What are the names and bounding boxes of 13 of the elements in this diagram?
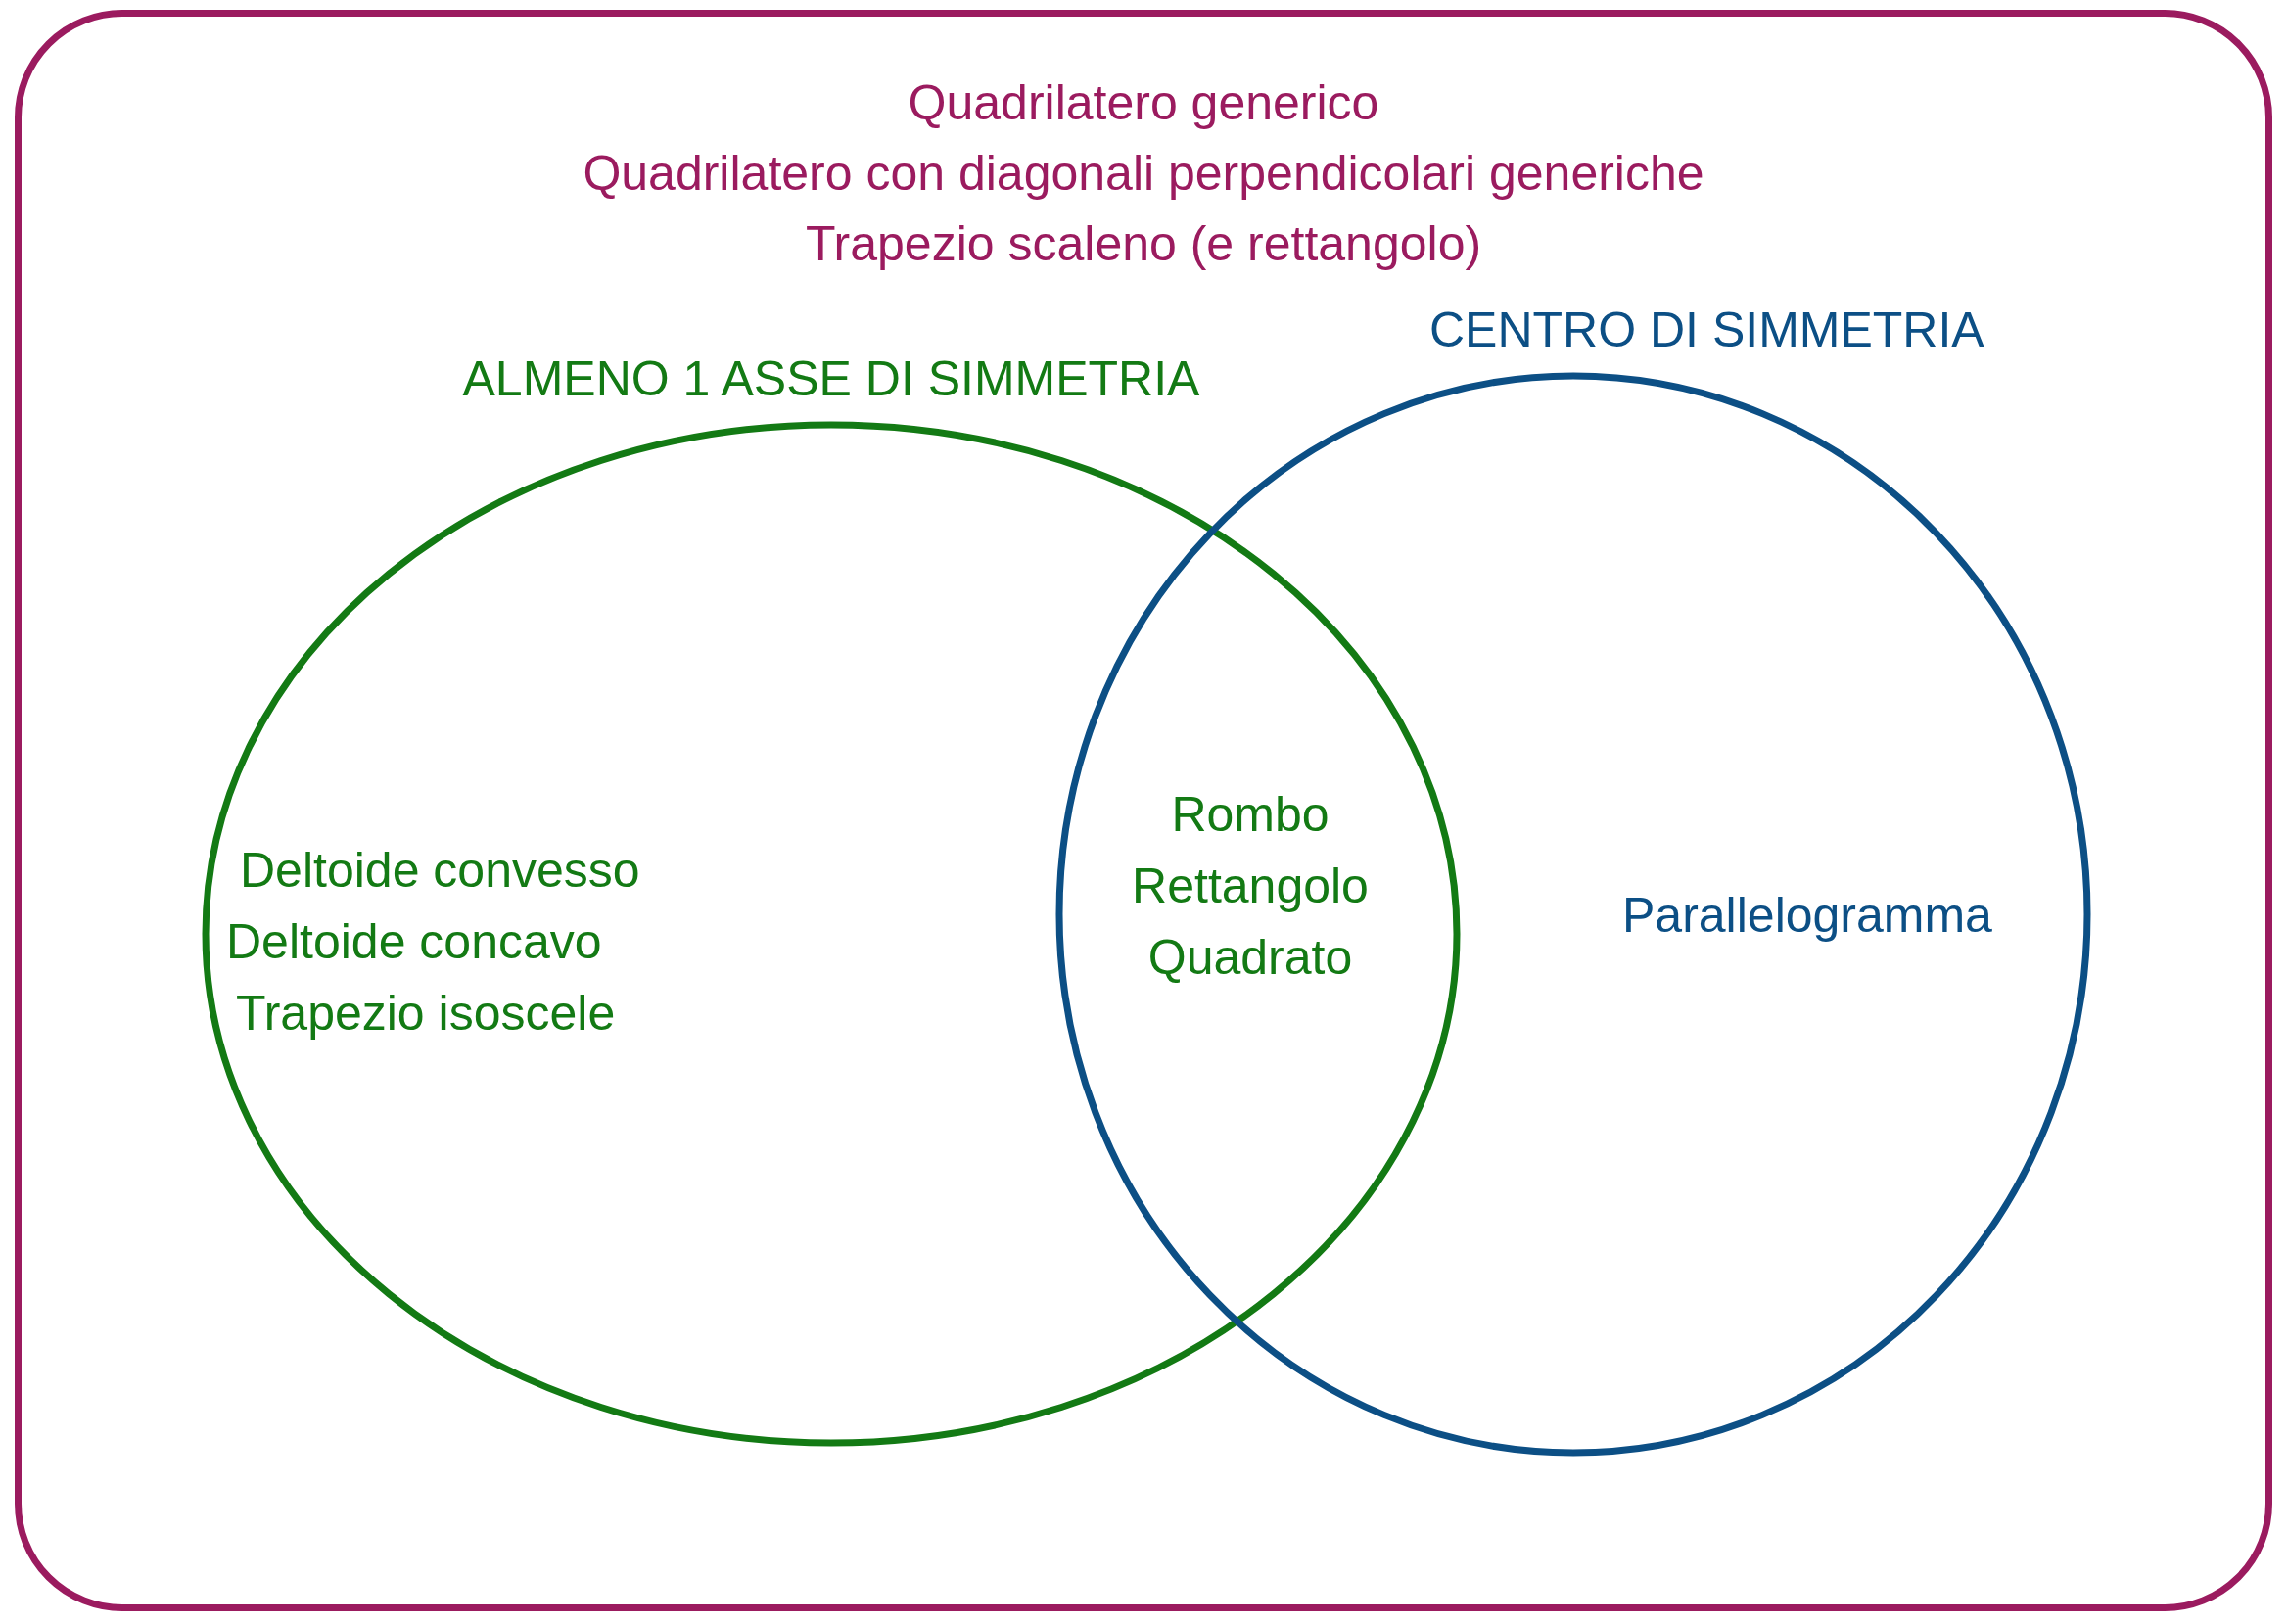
set-title: ALMENO 1 ASSE DI SIMMETRIA [461, 350, 1201, 408]
intersection-member-text: Rombo [1171, 786, 1330, 844]
universe-set-box [15, 10, 2272, 1611]
set-member-text: Deltoide convesso [240, 842, 640, 900]
set-title: CENTRO DI SIMMETRIA [1429, 302, 1984, 359]
set-member-text: Trapezio scaleno (e rettangolo) [804, 215, 1483, 273]
set-member-text: Deltoide concavo [226, 913, 602, 971]
set-member-text: Quadrilatero con diagonali perpendicolari generiche [582, 145, 1705, 203]
intersection-member-text: Quadrato [1147, 929, 1353, 987]
set-member-text: Trapezio isoscele [236, 985, 616, 1043]
set-member-text: Parallelogramma [1622, 887, 1992, 945]
intersection-member-text: Rettangolo [1132, 858, 1369, 915]
set-member-text: Quadrilatero generico [907, 74, 1380, 132]
